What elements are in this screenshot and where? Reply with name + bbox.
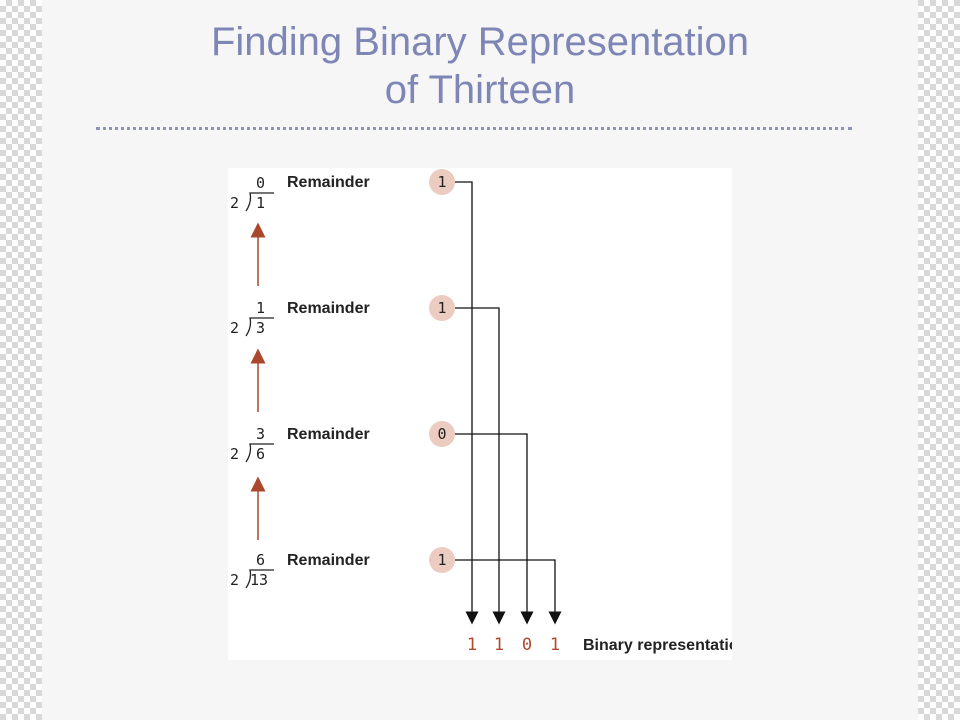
division-diagram-svg: 0 2 1 Remainder 1 1 2 3 Remainder 1 3 bbox=[230, 169, 732, 655]
slide-title: Finding Binary Representation of Thirtee… bbox=[42, 18, 918, 114]
title-divider bbox=[96, 127, 852, 130]
dividend-1: 1 bbox=[256, 194, 265, 212]
result-bit-2: 1 bbox=[494, 635, 504, 655]
remainder-value-3: 0 bbox=[437, 425, 446, 443]
quotient-3: 3 bbox=[256, 425, 265, 443]
division-bracket-2 bbox=[245, 317, 274, 337]
division-step-2: 1 2 3 Remainder 1 bbox=[230, 295, 455, 337]
remainder-label-2: Remainder bbox=[287, 300, 370, 317]
remainder-value-4: 1 bbox=[437, 551, 446, 569]
remainder-label-1: Remainder bbox=[287, 174, 370, 191]
remainder-circle-4 bbox=[429, 547, 455, 573]
connector-line-3 bbox=[455, 433, 534, 625]
result-bit-3: 0 bbox=[522, 635, 532, 655]
remainder-circle-1 bbox=[429, 169, 455, 195]
quotient-2: 1 bbox=[256, 299, 265, 317]
division-bracket-3 bbox=[245, 443, 274, 463]
division-bracket-1 bbox=[245, 192, 274, 212]
connector-line-4 bbox=[455, 559, 562, 625]
remainder-value-1: 1 bbox=[437, 173, 446, 191]
quotient-1: 0 bbox=[256, 174, 265, 192]
dividend-2: 3 bbox=[256, 319, 265, 337]
divisor-4: 2 bbox=[230, 571, 239, 589]
title-line-1: Finding Binary Representation bbox=[210, 20, 750, 64]
division-step-1: 0 2 1 Remainder 1 bbox=[230, 169, 455, 212]
connector-line-2 bbox=[455, 307, 506, 625]
slide: Finding Binary Representation of Thirtee… bbox=[42, 0, 918, 720]
division-step-3: 3 2 6 Remainder 0 bbox=[230, 421, 455, 463]
division-bracket-4 bbox=[245, 569, 274, 589]
divisor-3: 2 bbox=[230, 445, 239, 463]
connector-line-1 bbox=[455, 181, 479, 625]
remainder-label-3: Remainder bbox=[287, 426, 370, 443]
remainder-label-4: Remainder bbox=[287, 552, 370, 569]
dividend-4: 13 bbox=[250, 571, 268, 589]
divisor-1: 2 bbox=[230, 194, 239, 212]
result-label: Binary representation bbox=[583, 637, 732, 654]
title-line-2: of Thirteen bbox=[384, 68, 576, 112]
result-bit-4: 1 bbox=[550, 635, 560, 655]
remainder-circle-2 bbox=[429, 295, 455, 321]
dividend-3: 6 bbox=[256, 445, 265, 463]
quotient-4: 6 bbox=[256, 551, 265, 569]
division-step-4: 6 2 13 Remainder 1 bbox=[230, 547, 455, 589]
division-diagram: 0 2 1 Remainder 1 1 2 3 Remainder 1 3 bbox=[228, 168, 732, 660]
remainder-value-2: 1 bbox=[437, 299, 446, 317]
remainder-circle-3 bbox=[429, 421, 455, 447]
divisor-2: 2 bbox=[230, 319, 239, 337]
result-bit-1: 1 bbox=[467, 635, 477, 655]
